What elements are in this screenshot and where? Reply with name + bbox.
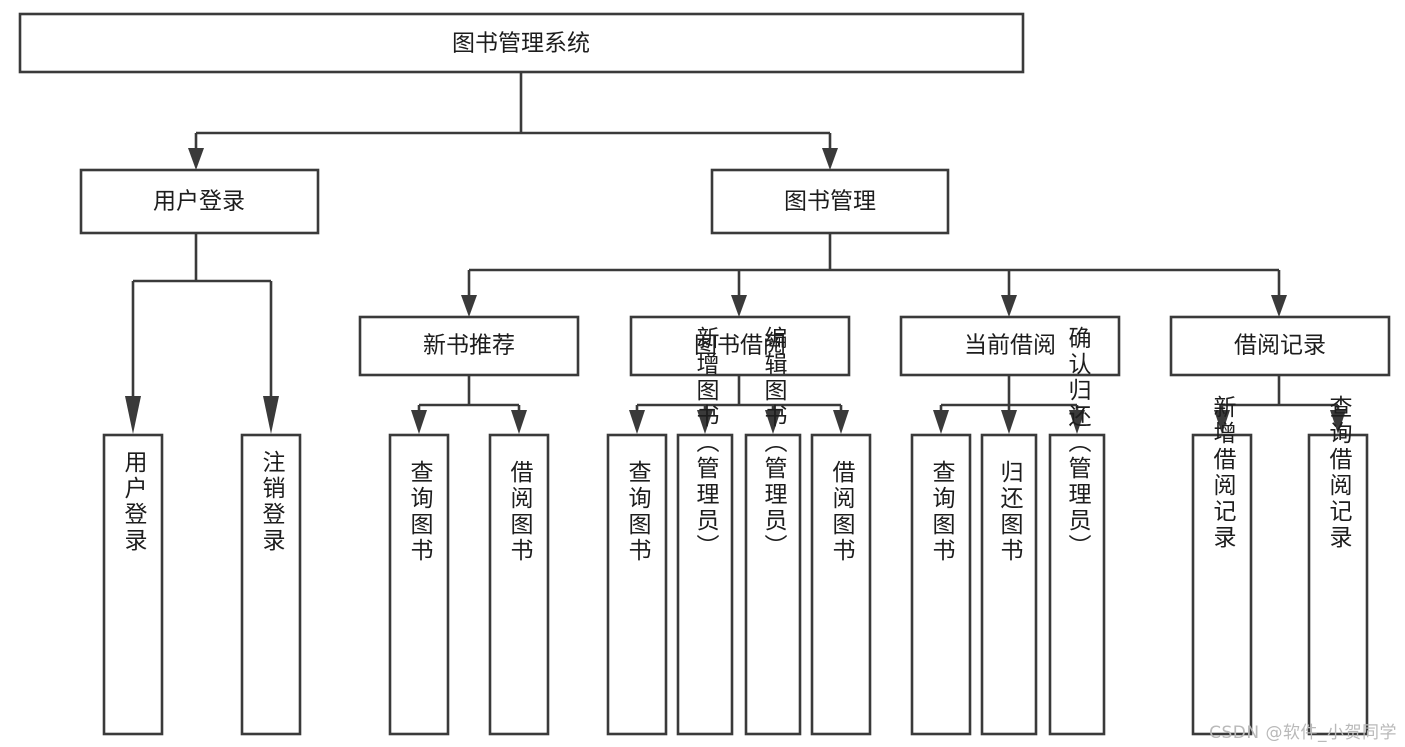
arrow-head-book-borrow xyxy=(731,295,747,317)
node-query-book-3-label: 查询图书 xyxy=(928,460,956,564)
node-book-manage-label: 图书管理 xyxy=(784,189,876,215)
node-book-borrow-label: 图书借阅 xyxy=(694,333,786,359)
arrow-head-borrow-record xyxy=(1271,295,1287,317)
node-edit-book-admin-box[interactable] xyxy=(744,433,802,736)
node-query-book-2[interactable]: 查询图书 xyxy=(606,433,668,736)
node-borrow-record[interactable]: 借阅记录 xyxy=(1169,315,1391,377)
node-add-book-admin-label: 新增图书（管理员） xyxy=(692,326,720,560)
node-add-borrow-record-label: 新增借阅记录 xyxy=(1209,395,1237,551)
arrow-head-query-book-3 xyxy=(933,410,949,434)
node-query-book-1[interactable]: 查询图书 xyxy=(388,433,450,736)
node-edit-book-admin-label: 编辑图书（管理员） xyxy=(760,326,788,560)
node-return-book-box[interactable] xyxy=(980,433,1038,736)
node-borrow-book-2-label: 借阅图书 xyxy=(828,460,856,564)
node-book-borrow-box[interactable] xyxy=(629,315,851,377)
node-confirm-return-admin[interactable]: 确认归还（管理员） xyxy=(1048,326,1106,736)
node-user-login-do-box[interactable] xyxy=(102,433,164,736)
node-borrow-record-box[interactable] xyxy=(1169,315,1391,377)
node-user-logout[interactable]: 注销登录 xyxy=(240,433,302,736)
arrow-head-add-book-admin xyxy=(697,410,713,434)
node-borrow-book-2[interactable]: 借阅图书 xyxy=(810,433,872,736)
arrow-head-query-book-2 xyxy=(629,410,645,434)
node-borrow-book-1-box[interactable] xyxy=(488,433,550,736)
arrow-head-borrow-book-1 xyxy=(511,410,527,434)
node-query-book-2-label: 查询图书 xyxy=(624,460,652,564)
node-add-book-admin-box[interactable] xyxy=(676,433,734,736)
node-current-borrow-label: 当前借阅 xyxy=(964,333,1056,359)
node-add-borrow-record-box[interactable] xyxy=(1191,433,1253,736)
node-query-book-1-box[interactable] xyxy=(388,433,450,736)
node-user-logout-label: 注销登录 xyxy=(258,450,286,554)
arrow-head-return-book xyxy=(1001,410,1017,434)
node-new-book-recommend[interactable]: 新书推荐 xyxy=(358,315,580,377)
node-root-label: 图书管理系统 xyxy=(452,31,590,57)
arrow-head-query-book-1 xyxy=(411,410,427,434)
arrow-head-query-borrow-record xyxy=(1330,410,1346,434)
node-query-book-3[interactable]: 查询图书 xyxy=(910,433,972,736)
arrow-head-user-logout xyxy=(263,396,279,434)
arrow-head-confirm-return-admin xyxy=(1069,410,1085,434)
node-current-borrow[interactable]: 当前借阅 xyxy=(899,315,1121,377)
node-borrow-book-1-label: 借阅图书 xyxy=(506,460,534,564)
node-borrow-book-2-box[interactable] xyxy=(810,433,872,736)
node-borrow-book-1[interactable]: 借阅图书 xyxy=(488,433,550,736)
node-return-book-label: 归还图书 xyxy=(996,460,1024,564)
node-book-manage-box[interactable] xyxy=(710,168,950,235)
node-query-book-3-box[interactable] xyxy=(910,433,972,736)
node-edit-book-admin[interactable]: 编辑图书（管理员） xyxy=(744,326,802,736)
node-book-borrow[interactable]: 图书借阅 xyxy=(629,315,851,377)
node-new-book-recommend-box[interactable] xyxy=(358,315,580,377)
arrow-head-current-borrow xyxy=(1001,295,1017,317)
node-query-book-2-box[interactable] xyxy=(606,433,668,736)
node-query-borrow-record-label: 查询借阅记录 xyxy=(1325,395,1353,551)
node-user-login-box[interactable] xyxy=(79,168,320,235)
node-confirm-return-admin-box[interactable] xyxy=(1048,433,1106,736)
node-current-borrow-box[interactable] xyxy=(899,315,1121,377)
arrow-head-add-borrow-record xyxy=(1214,410,1230,434)
node-query-book-1-label: 查询图书 xyxy=(406,460,434,564)
node-root[interactable]: 图书管理系统 xyxy=(18,12,1025,74)
node-add-borrow-record[interactable]: 新增借阅记录 xyxy=(1191,395,1253,736)
node-user-login-label: 用户登录 xyxy=(153,189,245,215)
node-user-logout-box[interactable] xyxy=(240,433,302,736)
arrow-head-borrow-book-2 xyxy=(833,410,849,434)
node-borrow-record-label: 借阅记录 xyxy=(1234,333,1326,359)
arrow-head-user-login xyxy=(188,148,204,170)
arrow-head-edit-book-admin xyxy=(765,410,781,434)
node-query-borrow-record[interactable]: 查询借阅记录 xyxy=(1307,395,1369,736)
node-return-book[interactable]: 归还图书 xyxy=(980,433,1038,736)
node-confirm-return-admin-label: 确认归还（管理员） xyxy=(1064,326,1092,560)
node-book-manage[interactable]: 图书管理 xyxy=(710,168,950,235)
arrow-head-user-login-do xyxy=(125,396,141,434)
node-root-box[interactable] xyxy=(18,12,1025,74)
arrow-head-new-book-recommend xyxy=(461,295,477,317)
node-user-login-do[interactable]: 用户登录 xyxy=(102,433,164,736)
node-user-login[interactable]: 用户登录 xyxy=(79,168,320,235)
node-query-borrow-record-box[interactable] xyxy=(1307,433,1369,736)
arrow-head-book-manage xyxy=(822,148,838,170)
node-new-book-recommend-label: 新书推荐 xyxy=(423,333,515,359)
node-add-book-admin[interactable]: 新增图书（管理员） xyxy=(676,326,734,736)
node-user-login-do-label: 用户登录 xyxy=(120,450,148,554)
connector-layer xyxy=(125,72,1346,434)
